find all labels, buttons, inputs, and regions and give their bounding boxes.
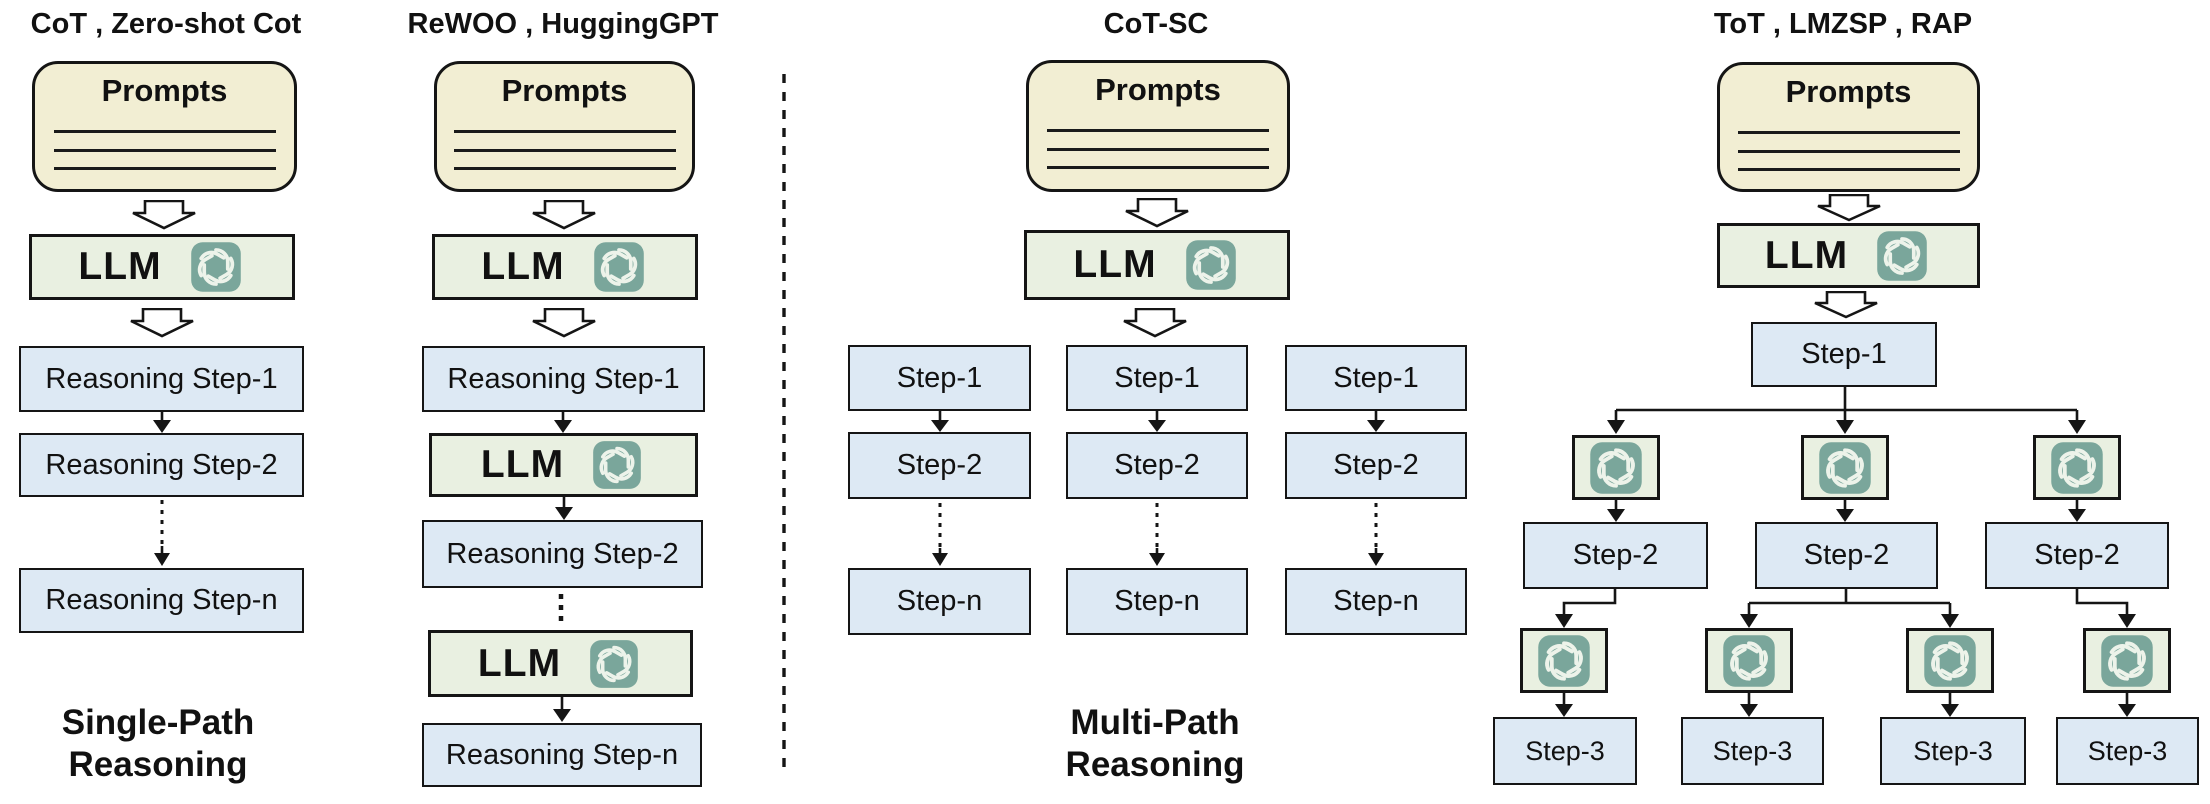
prompt-line xyxy=(453,149,676,152)
llm-label: LLM xyxy=(480,443,565,486)
gpt-swirl-icon xyxy=(1589,441,1643,495)
block-arrow-down xyxy=(532,308,596,338)
step-2-tot-a: Step-2 xyxy=(1523,522,1708,589)
prompts-label: Prompts xyxy=(101,73,228,108)
prompts-box-rewoo: Prompts xyxy=(434,61,695,192)
step-3-tot-c: Step-3 xyxy=(1880,717,2026,785)
prompts-label: Prompts xyxy=(1095,72,1221,107)
gpt-swirl-icon xyxy=(589,241,649,293)
step-1-cotsc-c: Step-1 xyxy=(1285,345,1467,411)
block-arrow-down xyxy=(1125,198,1189,228)
prompts-label: Prompts xyxy=(1785,74,1912,109)
step-2-cotsc-b: Step-2 xyxy=(1066,432,1248,499)
block-arrow-down xyxy=(130,308,194,338)
prompt-line xyxy=(1047,166,1269,169)
prompts-box-tot: Prompts xyxy=(1717,62,1980,192)
gpt-swirl-icon xyxy=(1722,634,1776,688)
gpt-swirl-icon xyxy=(1818,441,1872,495)
prompt-line xyxy=(1737,150,1960,153)
step-1-tot: Step-1 xyxy=(1751,322,1937,387)
step-2-cotsc-c: Step-2 xyxy=(1285,432,1467,499)
step-1-cotsc-b: Step-1 xyxy=(1066,345,1248,411)
gpt-swirl-icon xyxy=(585,639,643,689)
gpt-swirl-icon xyxy=(1872,230,1932,282)
llm-box-tot: LLM xyxy=(1717,223,1980,288)
prompt-line xyxy=(1047,148,1269,151)
prompt-line xyxy=(1047,129,1269,132)
llm-node-tot xyxy=(1801,435,1889,500)
gpt-swirl-icon xyxy=(588,440,646,490)
panel-title-cotsc: CoT-SC xyxy=(1103,8,1209,40)
llm-node-tot xyxy=(1705,628,1793,693)
block-arrow-down xyxy=(1123,308,1187,338)
reasoning-step-n-cot: Reasoning Step-n xyxy=(19,568,304,633)
llm-box-cotsc: LLM xyxy=(1024,230,1290,300)
step-3-tot-b: Step-3 xyxy=(1681,717,1824,785)
prompt-line xyxy=(1737,131,1960,134)
llm-node-tot xyxy=(2083,628,2171,693)
llm-box-rewoo-2: LLM xyxy=(429,433,698,497)
step-2-cotsc-a: Step-2 xyxy=(848,432,1031,499)
step-1-cotsc-a: Step-1 xyxy=(848,345,1031,411)
llm-box-rewoo-1: LLM xyxy=(432,234,698,300)
step-2-tot-b: Step-2 xyxy=(1755,522,1938,589)
llm-box-cot: LLM xyxy=(29,234,295,300)
llm-node-tot xyxy=(1572,435,1660,500)
block-arrow-down xyxy=(532,200,596,230)
prompt-line xyxy=(453,130,676,133)
panel-title-tot: ToT , LMZSP , RAP xyxy=(1713,8,1973,40)
llm-label: LLM xyxy=(481,245,565,288)
step-3-tot-d: Step-3 xyxy=(2056,717,2199,785)
reasoning-step-2-cot: Reasoning Step-2 xyxy=(19,433,304,497)
gpt-swirl-icon xyxy=(1537,634,1591,688)
step-3-tot-a: Step-3 xyxy=(1493,717,1637,785)
prompt-line xyxy=(453,167,676,170)
llm-node-tot xyxy=(1520,628,1608,693)
llm-label: LLM xyxy=(477,641,562,685)
reasoning-step-1-rewoo: Reasoning Step-1 xyxy=(422,346,705,412)
panel-title-rewoo: ReWOO , HuggingGPT xyxy=(407,8,719,40)
prompt-line xyxy=(53,149,276,152)
step-2-tot-c: Step-2 xyxy=(1985,522,2169,589)
gpt-swirl-icon xyxy=(2100,634,2154,688)
multi-path-label: Multi-Path Reasoning xyxy=(1065,703,1245,784)
single-path-label: Single-Path Reasoning xyxy=(61,703,255,784)
llm-label: LLM xyxy=(78,245,162,288)
block-arrow-down xyxy=(132,200,196,230)
reasoning-step-1-cot: Reasoning Step-1 xyxy=(19,346,304,412)
gpt-swirl-icon xyxy=(1923,634,1977,688)
block-arrow-down xyxy=(1817,194,1881,222)
gpt-swirl-icon xyxy=(1181,239,1241,291)
llm-node-tot xyxy=(1906,628,1994,693)
llm-label: LLM xyxy=(1073,243,1157,286)
gpt-swirl-icon xyxy=(186,241,246,293)
llm-box-rewoo-3: LLM xyxy=(428,630,693,697)
prompt-line xyxy=(53,130,276,133)
llm-label: LLM xyxy=(1764,233,1849,277)
block-arrow-down xyxy=(1814,291,1878,319)
panel-title-cot: CoT , Zero-shot Cot xyxy=(30,8,302,40)
prompt-line xyxy=(1737,168,1960,171)
gpt-swirl-icon xyxy=(2050,441,2104,495)
step-n-cotsc-a: Step-n xyxy=(848,568,1031,635)
prompt-line xyxy=(53,167,276,170)
step-n-cotsc-b: Step-n xyxy=(1066,568,1248,635)
prompts-label: Prompts xyxy=(501,73,628,108)
prompts-box-cot: Prompts xyxy=(32,61,297,192)
step-n-cotsc-c: Step-n xyxy=(1285,568,1467,635)
reasoning-step-2-rewoo: Reasoning Step-2 xyxy=(422,520,703,588)
prompts-box-cotsc: Prompts xyxy=(1026,60,1290,192)
reasoning-step-n-rewoo: Reasoning Step-n xyxy=(422,723,702,787)
section-divider xyxy=(782,74,786,772)
llm-node-tot xyxy=(2033,435,2121,500)
